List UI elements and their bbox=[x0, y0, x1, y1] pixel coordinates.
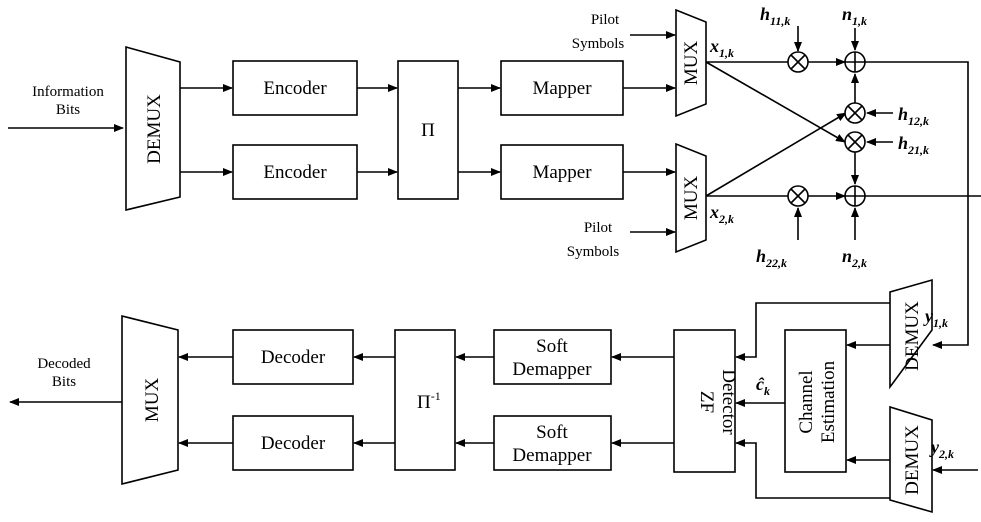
pilot-label-2b: Symbols bbox=[567, 244, 620, 260]
rx-demux-label-2: DEMUX bbox=[902, 425, 923, 495]
decoder-label-2: Decoder bbox=[261, 433, 326, 454]
decoder-block-2 bbox=[232, 415, 354, 471]
arrow-demux1-zf bbox=[735, 302, 890, 361]
info-bits-label-1: Information bbox=[32, 84, 104, 100]
arrow-demux2-zf bbox=[735, 439, 890, 499]
h22-label: h22,k bbox=[756, 246, 787, 270]
pilot-label-1a: Pilot bbox=[591, 12, 620, 28]
y1-label: y1,k bbox=[923, 306, 948, 330]
pilot-label-1b: Symbols bbox=[572, 36, 625, 52]
decoder-label-1: Decoder bbox=[261, 347, 326, 368]
n2-label: n2,k bbox=[842, 246, 867, 270]
input-demux-block bbox=[125, 45, 181, 212]
output-mux-block bbox=[121, 314, 179, 486]
rx-demux-label-1: DEMUX bbox=[902, 301, 923, 371]
cross-path-x2 bbox=[705, 112, 847, 197]
soft-demapper-1-line2: Demapper bbox=[512, 359, 592, 380]
tx-mux-block-2 bbox=[675, 142, 707, 254]
info-bits-label-2: Bits bbox=[56, 102, 80, 118]
channel-estimation-block bbox=[784, 329, 847, 473]
zf-detector-label: Detector bbox=[718, 369, 739, 435]
output-mux-label: MUX bbox=[142, 378, 163, 423]
tx-mux-label-1: MUX bbox=[681, 41, 702, 86]
x1-label: x1,k bbox=[709, 36, 734, 60]
deinterleaver-block bbox=[394, 329, 456, 471]
mapper-label-2: Mapper bbox=[532, 162, 592, 183]
deinterleaver-label: Π-1 bbox=[417, 389, 441, 413]
mapper-label-1: Mapper bbox=[532, 78, 592, 99]
tx-mux-block-1 bbox=[675, 8, 707, 118]
mapper-block-1 bbox=[500, 60, 624, 116]
encoder-block-1 bbox=[232, 60, 358, 116]
pilot-label-2a: Pilot bbox=[584, 220, 613, 236]
path-y1 bbox=[865, 61, 969, 349]
decoded-bits-label-2: Bits bbox=[52, 374, 76, 390]
interleaver-block bbox=[397, 60, 459, 200]
encoder-label-2: Encoder bbox=[263, 162, 327, 183]
channel-estimation-label-2: Estimation bbox=[818, 360, 839, 443]
zf-detector-block bbox=[673, 329, 736, 473]
soft-demapper-2-line2: Demapper bbox=[512, 445, 592, 466]
c-hat-label: ĉk bbox=[756, 374, 770, 398]
h21-label: h21,k bbox=[898, 133, 929, 157]
input-demux-label: DEMUX bbox=[144, 94, 165, 164]
h12-label: h12,k bbox=[898, 104, 929, 128]
rx-demux-block-2 bbox=[889, 405, 933, 514]
encoder-label-1: Encoder bbox=[263, 78, 327, 99]
n1-label: n1,k bbox=[842, 4, 867, 28]
y2-label: y2,k bbox=[929, 437, 954, 461]
decoded-bits-label-1: Decoded bbox=[37, 356, 91, 372]
rx-demux-block-1 bbox=[889, 278, 933, 390]
channel-estimation-label-1: Channel bbox=[796, 370, 817, 433]
zf-label: ZF bbox=[696, 391, 717, 413]
tx-mux-label-2: MUX bbox=[681, 176, 702, 221]
x2-label: x2,k bbox=[709, 202, 734, 226]
h11-label: h11,k bbox=[760, 4, 790, 28]
soft-demapper-1-line1: Soft bbox=[536, 336, 568, 357]
soft-demapper-2-line1: Soft bbox=[536, 422, 568, 443]
interleaver-label: Π bbox=[421, 120, 435, 141]
soft-demapper-block-2 bbox=[493, 415, 612, 471]
cross-path-x1 bbox=[705, 61, 846, 143]
